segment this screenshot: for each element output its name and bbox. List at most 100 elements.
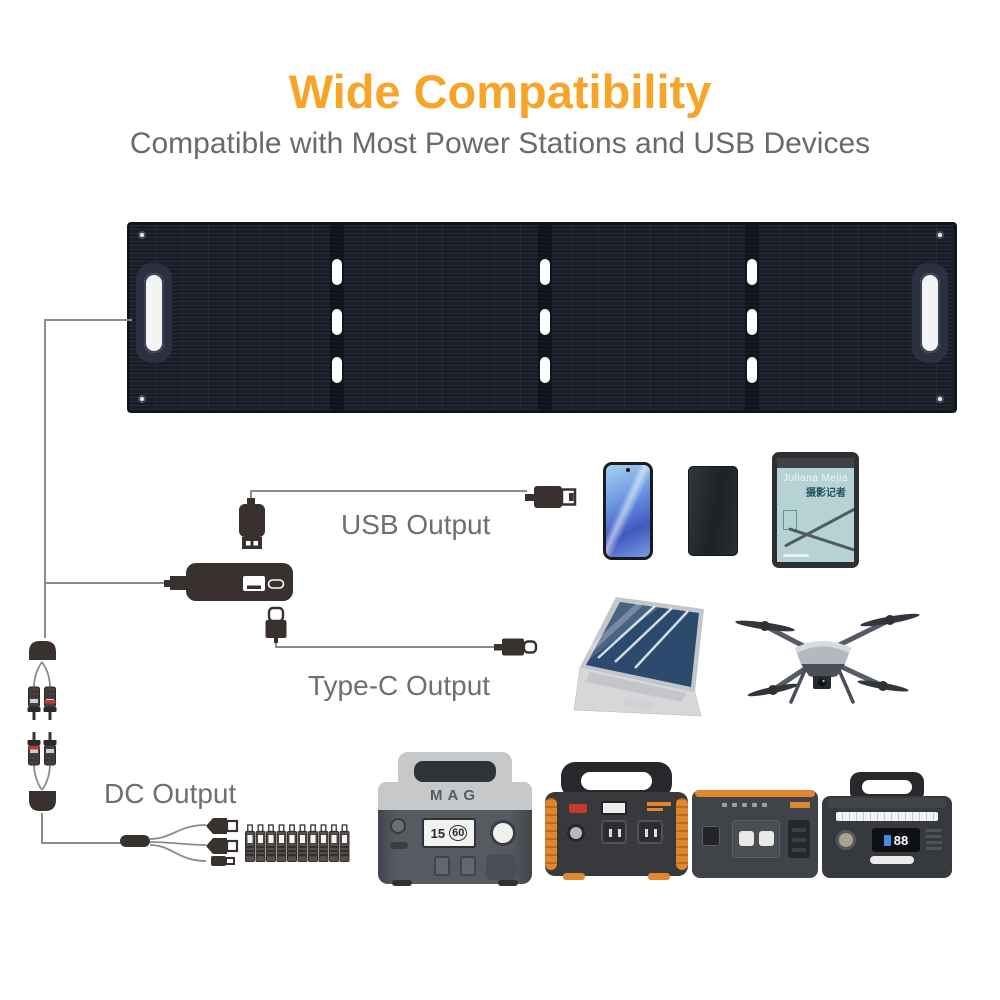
ps4-label-pill — [870, 856, 914, 864]
laptop — [573, 597, 704, 717]
solar-plug-icon — [29, 791, 56, 811]
ps1-handle-slot — [414, 761, 496, 782]
ps3-ac-inlet — [702, 826, 720, 846]
cable-usb — [250, 490, 527, 504]
dc-splitter — [120, 818, 239, 866]
ps2-logo — [647, 808, 663, 811]
ps2-socket — [601, 820, 627, 844]
hinge-slot — [332, 309, 342, 335]
ps4-display: 88 — [872, 828, 920, 852]
ps1-gauge — [390, 818, 406, 834]
ps3-logo — [790, 802, 810, 808]
ps1-socket — [434, 856, 450, 876]
ps3-vent-panel — [788, 820, 810, 858]
phone-screen — [606, 465, 650, 557]
ps2-body — [545, 792, 688, 880]
ps1-foot — [392, 880, 412, 886]
ps2-socket — [637, 820, 663, 844]
ps2-handle-slot — [581, 772, 652, 790]
grommet-icon — [936, 395, 944, 403]
cable-typec — [275, 640, 497, 648]
dc-adapter-tips — [244, 824, 350, 863]
power-station-3 — [692, 790, 818, 878]
ps2-dial — [567, 824, 585, 842]
ps1-button — [390, 842, 408, 849]
power-bank — [688, 466, 738, 556]
drone — [735, 613, 920, 704]
panel-hinge — [330, 225, 344, 410]
typec-output-label: Type-C Output — [308, 670, 491, 701]
power-station-2 — [545, 762, 688, 882]
ps4-round-port — [836, 830, 856, 850]
hinge-slot — [747, 309, 757, 335]
ps4-body: 88 — [822, 796, 952, 878]
ps4-display-value: 88 — [893, 832, 909, 848]
ps2-foot — [563, 873, 585, 880]
ps2-power-switch — [569, 804, 587, 813]
power-station-4: 88 — [822, 772, 952, 878]
ps2-foot — [648, 873, 670, 880]
hinge-slot — [540, 309, 550, 335]
tablet-screen: Juliana Mejia 摄影记者 — [777, 458, 854, 562]
hinge-slot — [540, 259, 550, 285]
ps2-rocker-switch — [601, 801, 627, 815]
ps4-side-label — [926, 828, 942, 850]
ps2-logo — [647, 802, 671, 806]
solar-plug-icon — [29, 641, 56, 660]
ps3-orange-trim — [695, 790, 815, 797]
ps3-indicator — [742, 803, 747, 807]
ps1-display-main: 15 — [430, 825, 446, 841]
page-title: Wide Compatibility — [288, 65, 712, 118]
cable-dc — [41, 813, 122, 844]
ps2-side-grip — [545, 798, 557, 870]
ps1-foot — [498, 880, 518, 886]
grommet-icon — [936, 231, 944, 239]
hinge-slot — [747, 357, 757, 383]
cable-panel-to-chain — [44, 319, 132, 638]
grommet-icon — [138, 231, 146, 239]
power-station-1: MAG 15 60 — [378, 752, 532, 888]
ps3-indicator — [722, 803, 727, 807]
type-c-cable-plug-icon — [494, 638, 538, 656]
ps1-socket-panel — [486, 854, 516, 880]
ps1-socket — [460, 856, 476, 876]
hinge-slot — [540, 357, 550, 383]
dc-output-label: DC Output — [104, 778, 237, 809]
phone-camera-icon — [626, 468, 630, 472]
ps4-top-face — [828, 798, 946, 808]
ps3-body — [692, 790, 818, 878]
ps4-vent-strip — [836, 812, 938, 821]
solar-panel — [127, 222, 957, 413]
usb-a-plug-icon — [239, 498, 265, 549]
hinge-slot — [332, 259, 342, 285]
ps3-outlet-panel — [732, 820, 780, 858]
ps1-round-outlet — [490, 820, 516, 846]
ps3-outlet — [739, 831, 754, 846]
grommet-icon — [138, 395, 146, 403]
ps3-outlet — [759, 831, 774, 846]
panel-handle-left-slot — [144, 273, 164, 353]
panel-hinge — [745, 225, 759, 410]
smartphone — [603, 462, 653, 560]
tablet-cover-author: Juliana Mejia — [783, 473, 848, 484]
ps3-indicator — [732, 803, 737, 807]
hinge-slot — [332, 357, 342, 383]
type-c-plug-icon — [265, 606, 287, 643]
charge-adapter — [164, 563, 293, 601]
mc4-connectors-icon — [27, 686, 57, 766]
hinge-slot — [747, 259, 757, 285]
usb-a-cable-plug-icon — [525, 486, 577, 508]
panel-hinge — [538, 225, 552, 410]
ps1-body: 15 60 — [378, 810, 532, 886]
ps1-display: 15 60 — [422, 818, 476, 848]
type-c-port — [267, 579, 285, 589]
page-subtitle: Compatible with Most Power Stations and … — [129, 127, 871, 160]
split-wires — [33, 661, 207, 862]
tablet-ereader: Juliana Mejia 摄影记者 — [772, 452, 859, 568]
ps3-indicator — [762, 803, 767, 807]
tablet-cover-subtitle: 摄影记者 — [806, 488, 846, 499]
ps1-display-sub: 60 — [449, 825, 468, 841]
ps4-handle-slot — [862, 780, 912, 794]
